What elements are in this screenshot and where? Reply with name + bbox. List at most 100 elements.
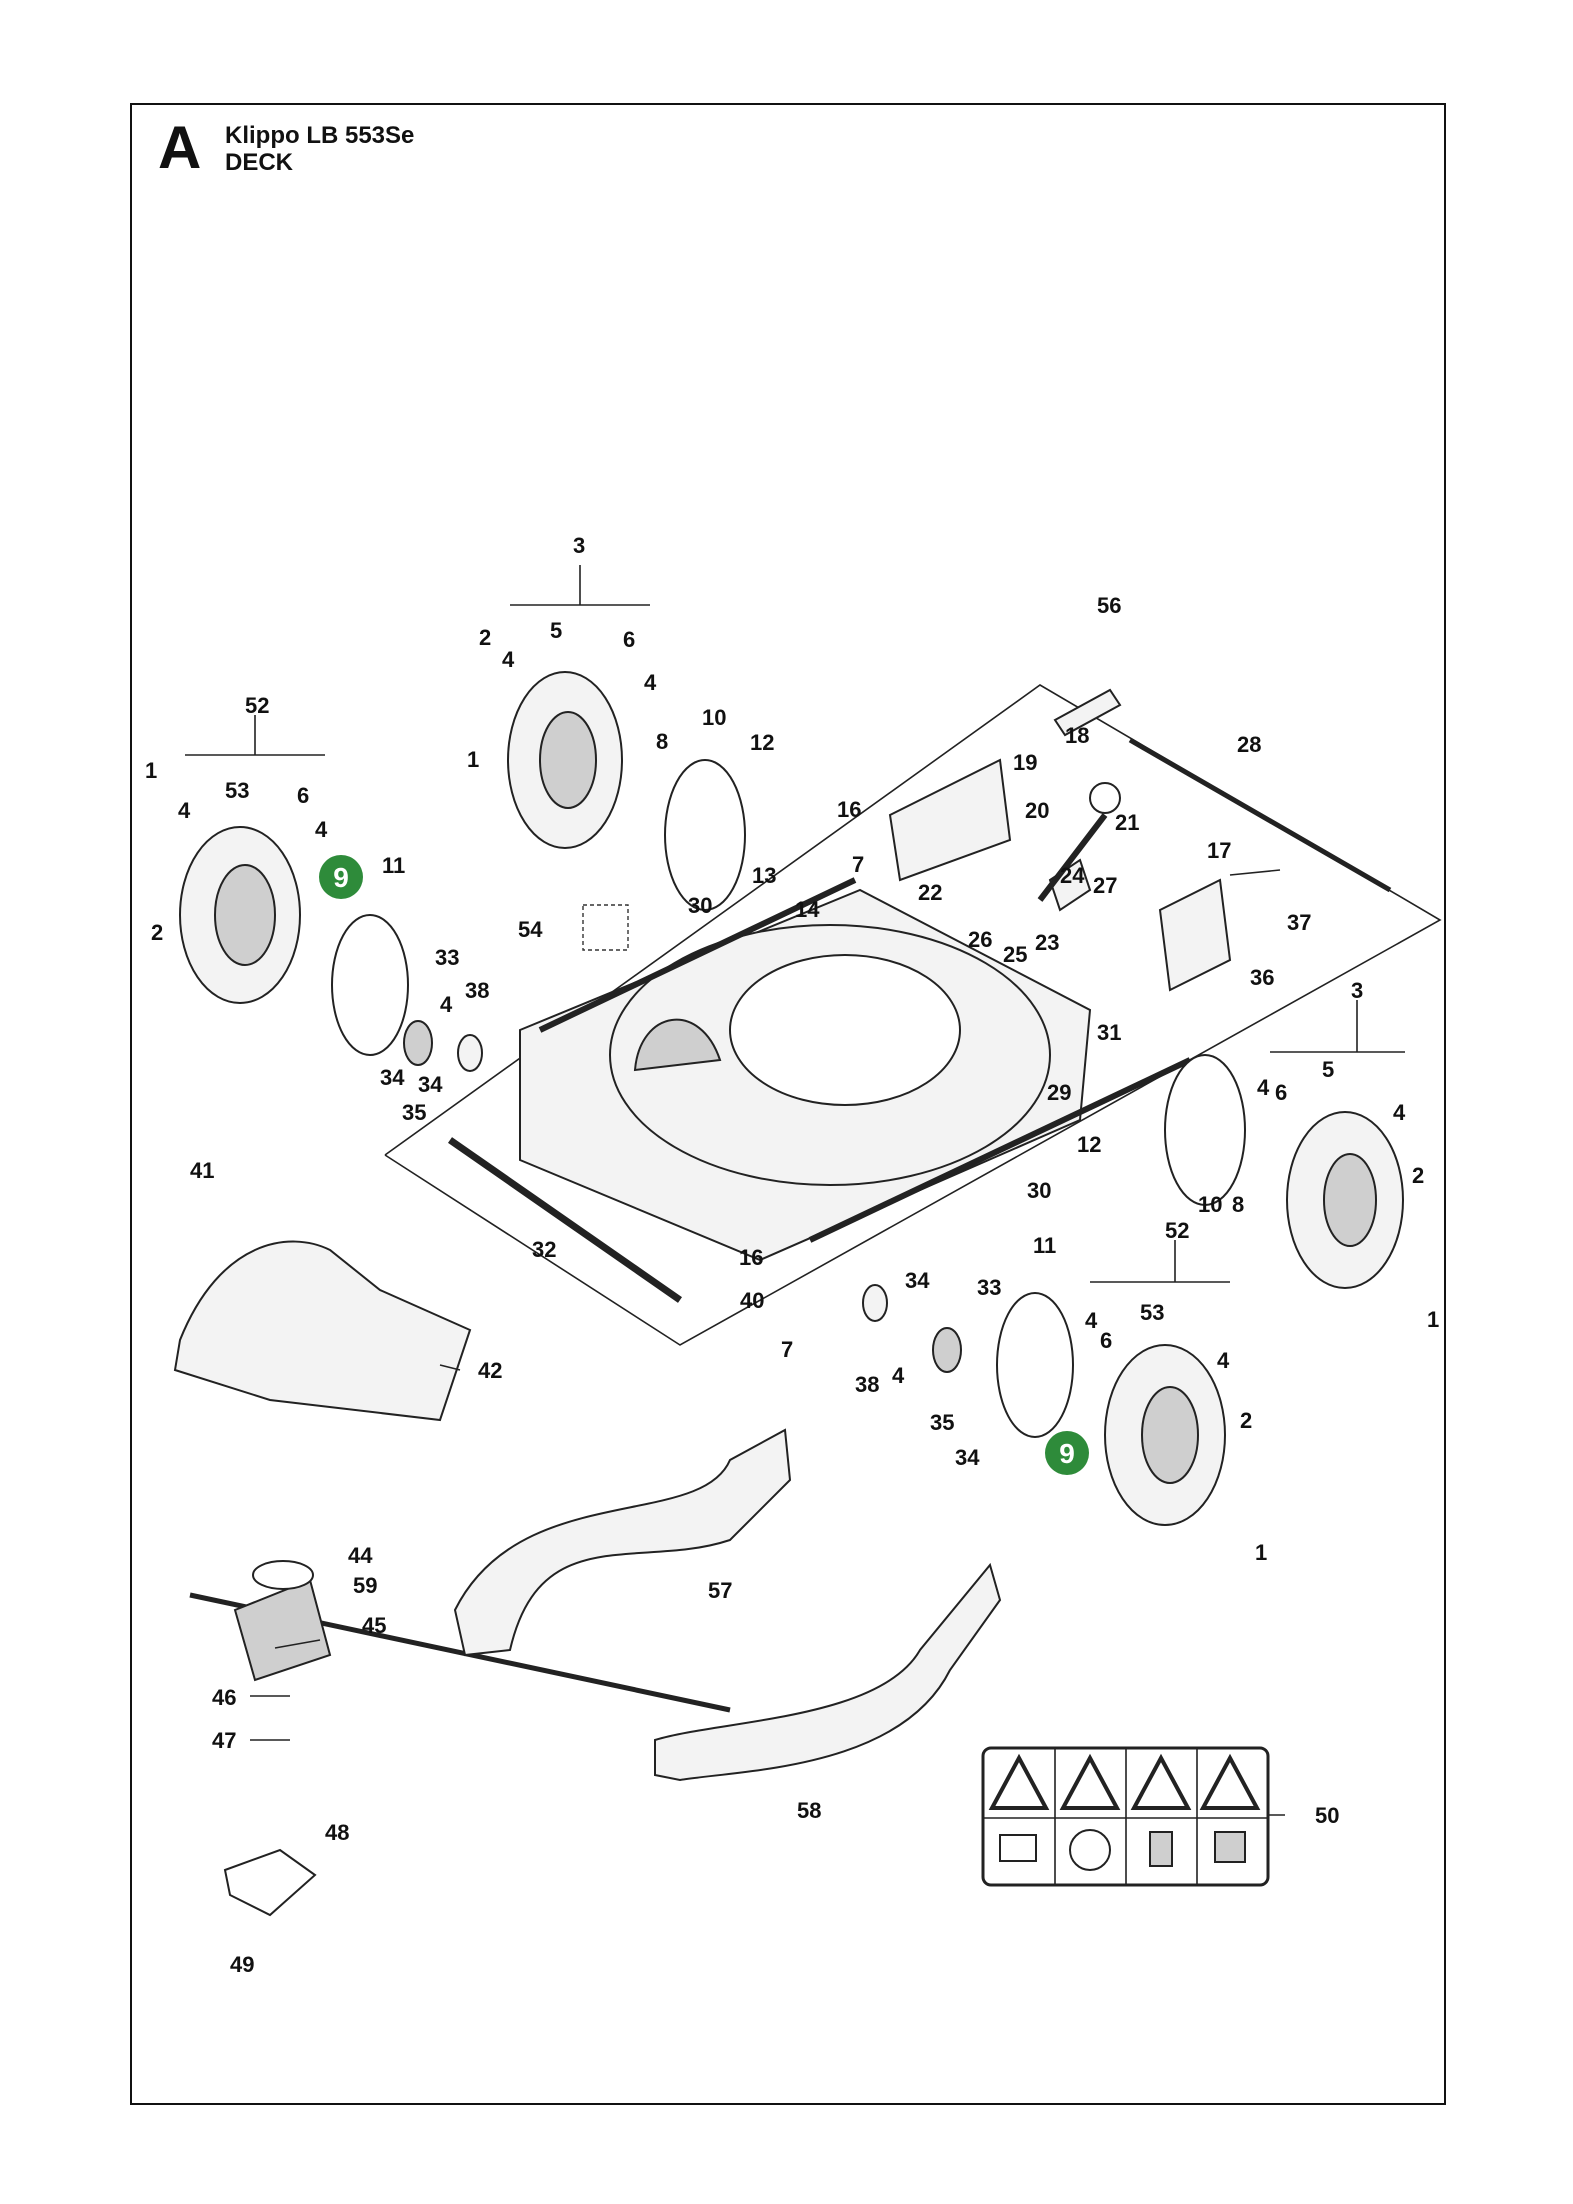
drawing-frame: [130, 103, 1446, 2105]
sheet-letter: A: [158, 114, 202, 181]
callout-52: 52: [1165, 1218, 1189, 1243]
highlight-callout-9-right: 9: [1045, 1431, 1089, 1475]
callout-10: 10: [702, 705, 726, 730]
leader-lines: [185, 565, 1405, 1816]
callout-1: 1: [145, 758, 157, 783]
callout-2: 2: [479, 625, 491, 650]
callout-35: 35: [930, 1410, 954, 1435]
callout-34: 34: [380, 1065, 405, 1090]
callout-25: 25: [1003, 942, 1027, 967]
callout-4: 4: [1217, 1348, 1230, 1373]
hub-cover-11-left: [331, 914, 409, 1056]
callout-2: 2: [151, 920, 163, 945]
callout-4: 4: [178, 798, 191, 823]
deck-body: [519, 888, 1092, 1262]
callout-4: 4: [892, 1363, 905, 1388]
callout-34: 34: [905, 1268, 930, 1293]
callout-6: 6: [623, 627, 635, 652]
axle-32: [448, 1137, 682, 1303]
callout-11: 11: [382, 853, 405, 878]
gearbox: [189, 1560, 731, 1713]
callout-20: 20: [1025, 798, 1049, 823]
callout-26: 26: [968, 927, 992, 952]
callout-4: 4: [1257, 1075, 1270, 1100]
callout-8: 8: [1232, 1192, 1244, 1217]
callout-32: 32: [532, 1237, 556, 1262]
callout-4: 4: [440, 992, 453, 1017]
wheel-front-right: [1286, 1111, 1404, 1289]
callout-34: 34: [418, 1072, 443, 1097]
callout-6: 6: [1100, 1328, 1112, 1353]
part-54-box: [582, 904, 629, 951]
callout-1: 1: [467, 747, 479, 772]
callout-56: 56: [1097, 593, 1121, 618]
callout-58: 58: [797, 1798, 821, 1823]
callout-3: 3: [573, 533, 585, 558]
front-axle-rod: [808, 1057, 1192, 1243]
wheel-rear-left: [179, 826, 301, 1004]
bracket-49: [223, 1848, 317, 1917]
warning-triangle-icon: [1199, 1753, 1261, 1810]
wheel-front-lower: [1104, 1344, 1226, 1526]
callout-52: 52: [245, 693, 269, 718]
callout-6: 6: [297, 783, 309, 808]
callout-5: 5: [550, 618, 562, 643]
callout-44: 44: [348, 1543, 373, 1568]
callout-24: 24: [1060, 863, 1085, 888]
callout-10: 10: [1198, 1192, 1222, 1217]
callout-3: 3: [1351, 978, 1363, 1003]
hub-cover-11-right: [996, 1292, 1074, 1438]
callout-46: 46: [212, 1685, 236, 1710]
callout-5: 5: [1322, 1057, 1334, 1082]
callout-12: 12: [750, 730, 774, 755]
callout-19: 19: [1013, 750, 1037, 775]
callout-53: 53: [1140, 1300, 1164, 1325]
callout-22: 22: [918, 880, 942, 905]
callout-27: 27: [1093, 873, 1117, 898]
axle-28: [1128, 737, 1392, 893]
callout-7: 7: [852, 852, 864, 877]
callout-7: 7: [781, 1337, 793, 1362]
callout-50: 50: [1315, 1803, 1339, 1828]
gear-35-right: [932, 1327, 962, 1373]
callout-37: 37: [1287, 910, 1311, 935]
highlight-marker: [1045, 1431, 1089, 1475]
callout-16: 16: [739, 1245, 763, 1270]
callout-49: 49: [230, 1952, 254, 1977]
callout-33: 33: [435, 945, 459, 970]
highlight-marker: [319, 855, 363, 899]
callout-48: 48: [325, 1820, 349, 1845]
callout-53: 53: [225, 778, 249, 803]
manual-book-icon: [999, 1834, 1037, 1862]
assembly-plane: [384, 684, 1442, 1346]
callout-6: 6: [1275, 1080, 1287, 1105]
callout-54: 54: [518, 917, 543, 942]
callout-1: 1: [1427, 1307, 1439, 1332]
callout-36: 36: [1250, 965, 1274, 990]
model-title: Klippo LB 553Se: [225, 122, 415, 149]
handle-57: [453, 1428, 792, 1657]
callout-38: 38: [465, 978, 489, 1003]
callout-21: 21: [1115, 810, 1139, 835]
callout-34: 34: [955, 1445, 980, 1470]
hand-hazard-icon: [1059, 1753, 1121, 1810]
wheel-rear-top: [507, 671, 623, 849]
callout-35: 35: [402, 1100, 426, 1125]
callout-28: 28: [1237, 732, 1261, 757]
hub-cover-10-right: [1164, 1054, 1246, 1206]
callout-8: 8: [656, 729, 668, 754]
callout-16: 16: [837, 797, 861, 822]
gear-35-left: [403, 1020, 433, 1066]
callout-11: 11: [1033, 1233, 1056, 1258]
no-hands-feet-icon: [1069, 1829, 1111, 1871]
callout-labels: 1 1 1 1 2 2 2 2 3 3 4 4 4 4 4 4 4 4 4 4 …: [145, 533, 1439, 1977]
callout-33: 33: [977, 1275, 1001, 1300]
handle-58: [654, 1562, 1002, 1782]
disconnect-plug-icon: [1214, 1831, 1246, 1863]
callout-4: 4: [644, 670, 657, 695]
callout-59: 59: [353, 1573, 377, 1598]
section-title: DECK: [225, 149, 294, 176]
callout-45: 45: [362, 1613, 386, 1638]
callout-30: 30: [1027, 1178, 1051, 1203]
